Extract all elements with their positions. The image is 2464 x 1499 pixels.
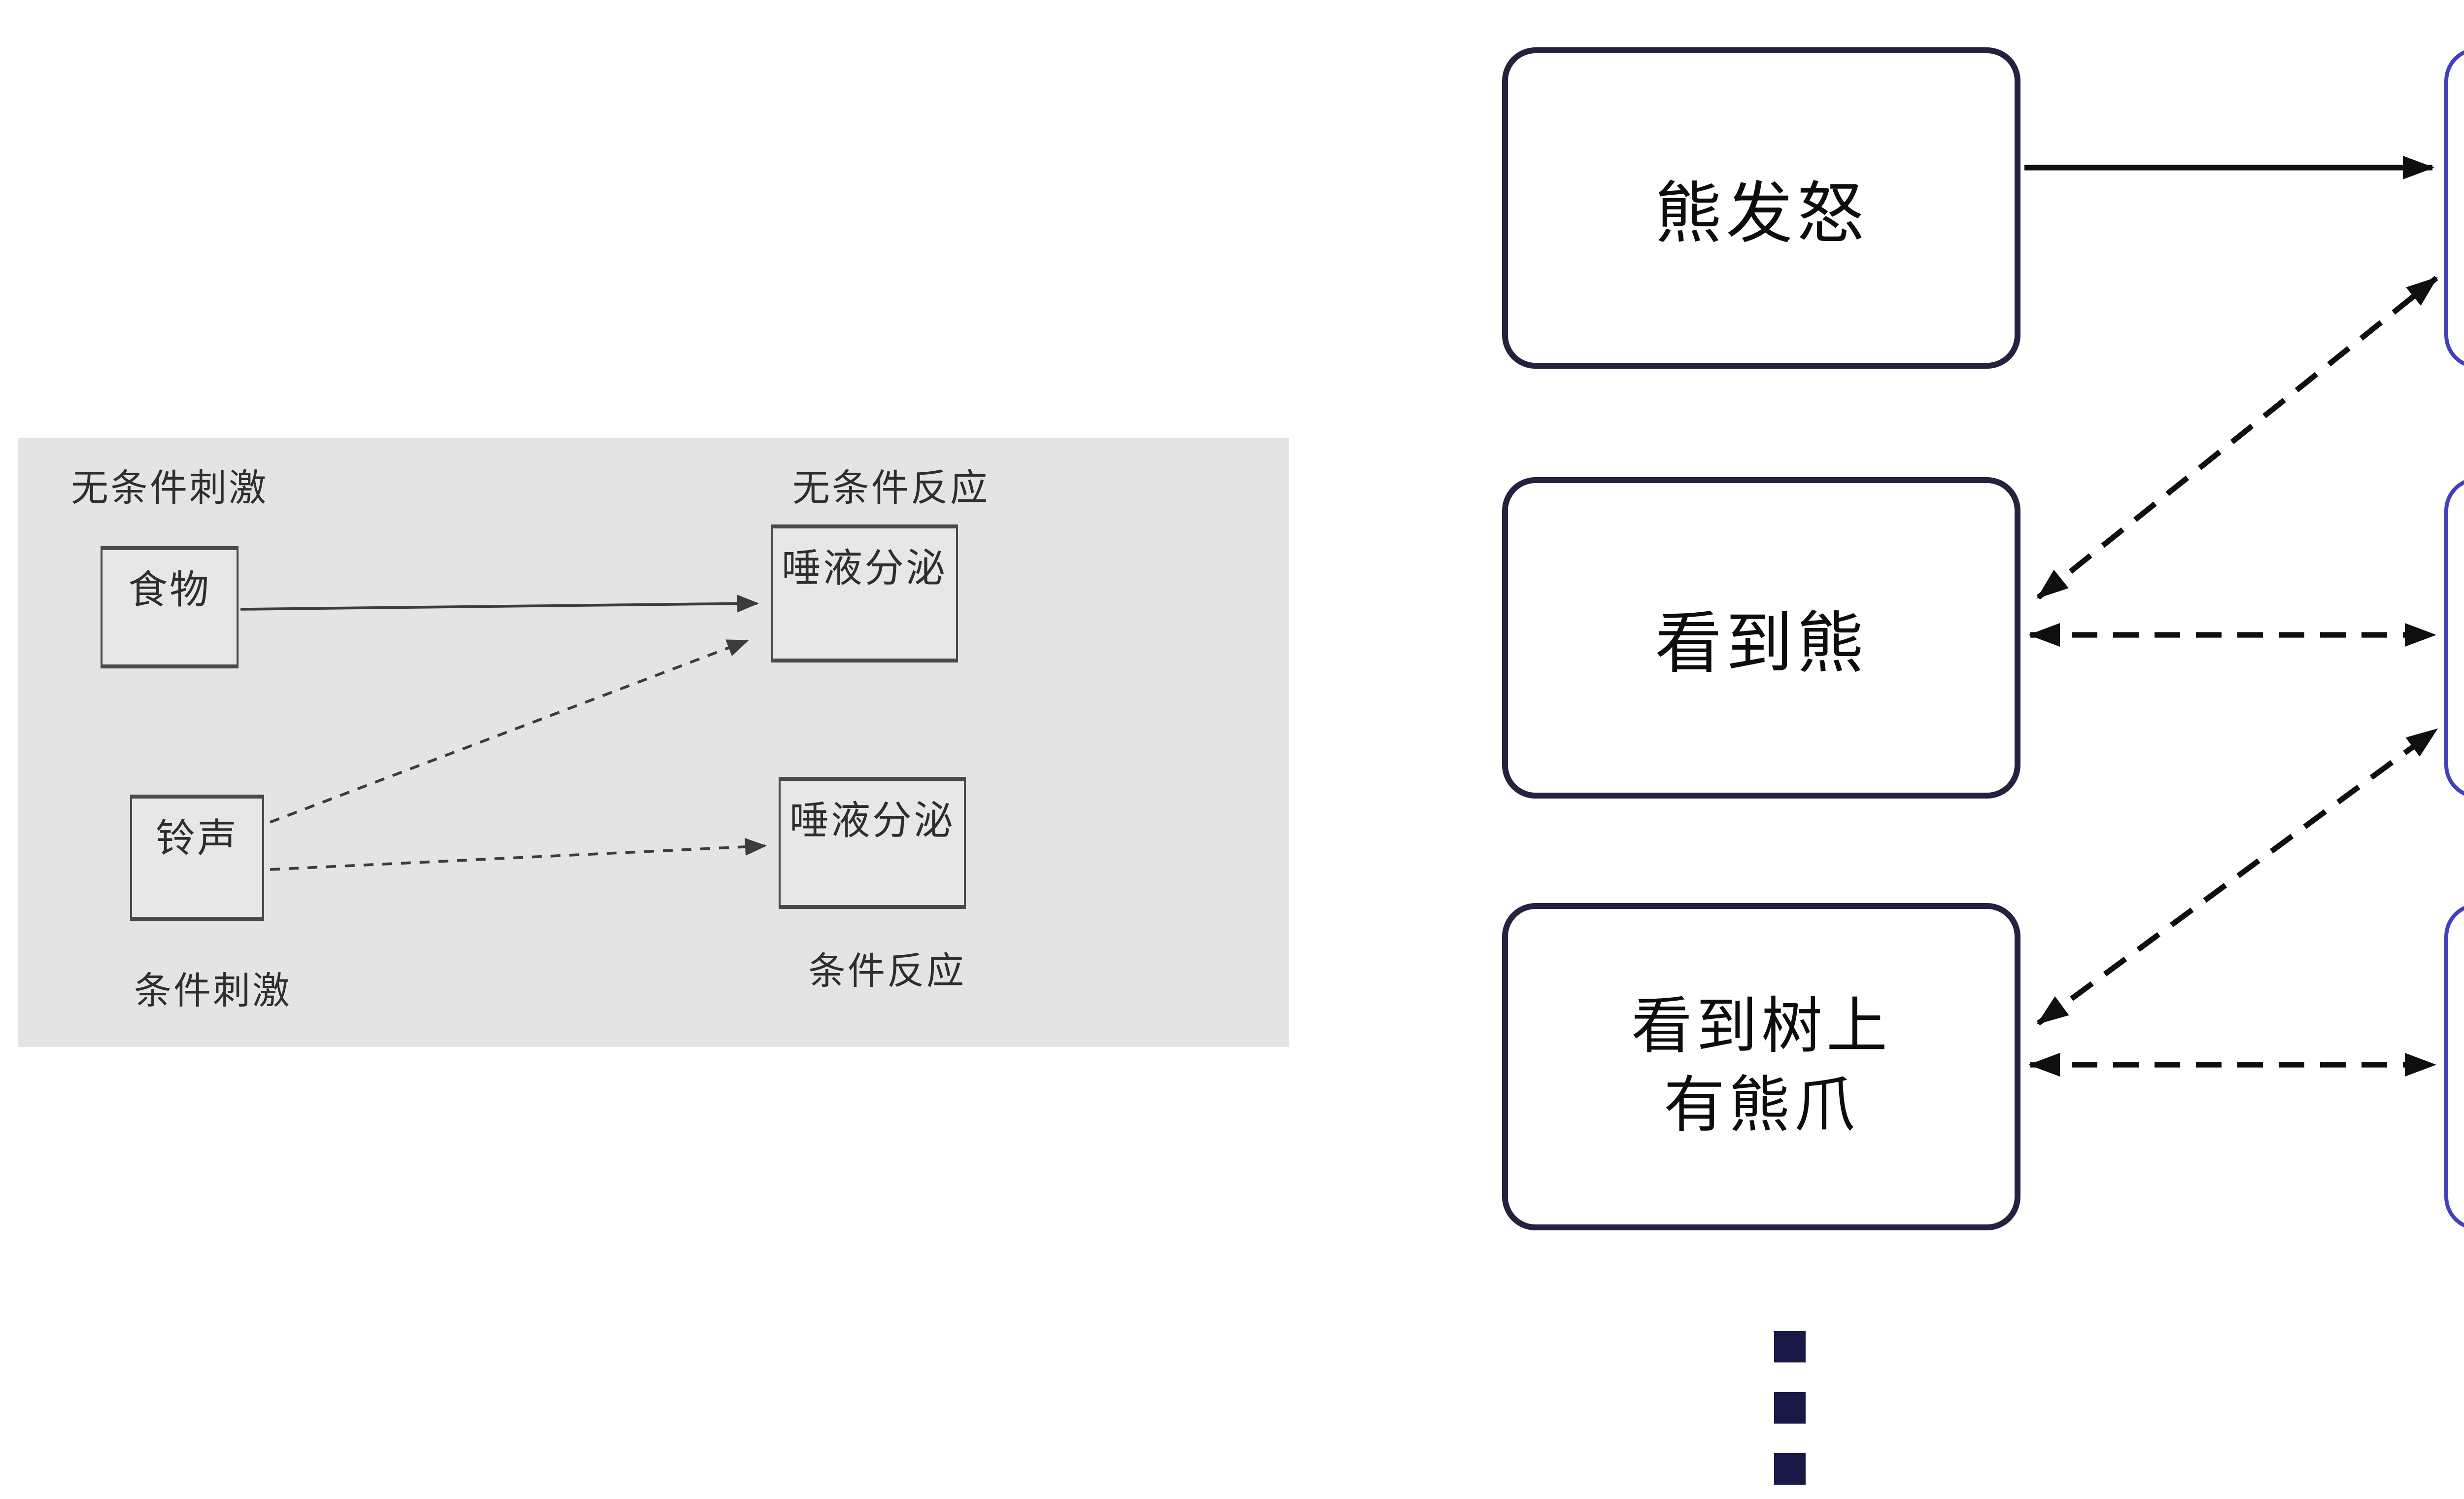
value-state-box: V(s) (2444, 903, 2464, 1230)
conditioned-response-label: 条件反应 (808, 952, 966, 994)
bear-rage-box: 熊发怒 (1502, 47, 2020, 369)
bell-box: 铃声 (130, 795, 264, 921)
unconditioned-stimulus-label: 无条件刺激 (71, 469, 269, 511)
see-claw-value-next-dashed-arrow (2036, 727, 2438, 1026)
bell-to-salivation-bottom-dashed-arrow (270, 837, 767, 871)
see-bear-label: 看到熊 (1655, 607, 1868, 682)
see-claw-label: 看到树上 有熊爪 (1631, 988, 1891, 1145)
pavlov-conditioning-panel (18, 438, 1289, 1047)
bell-to-salivation-top-dashed-arrow (270, 639, 749, 824)
see-claw-line1: 看到树上 (1631, 992, 1891, 1062)
see-claw-line2: 有熊爪 (1664, 1071, 1859, 1140)
salivation-box-top: 唾液分泌 (771, 524, 958, 662)
salivation-box-bottom: 唾液分泌 (779, 777, 966, 909)
ellipsis-dot (1774, 1392, 1806, 1424)
ellipsis-dot (1774, 1331, 1806, 1362)
bear-rage-label: 熊发怒 (1655, 177, 1868, 252)
see-bear-box: 看到熊 (1502, 477, 2020, 799)
ellipsis-dot (1774, 1453, 1806, 1485)
see-bear-reward-dashed-arrow (2036, 276, 2438, 600)
see-claw-box: 看到树上 有熊爪 (1502, 903, 2020, 1230)
conditioned-stimulus-label: 条件刺激 (134, 972, 292, 1013)
food-box: 食物 (101, 546, 239, 668)
food-to-salivation-arrow (240, 594, 759, 613)
unconditioned-response-label: 无条件反应 (792, 469, 990, 511)
ellipsis-left (1774, 1331, 1806, 1485)
